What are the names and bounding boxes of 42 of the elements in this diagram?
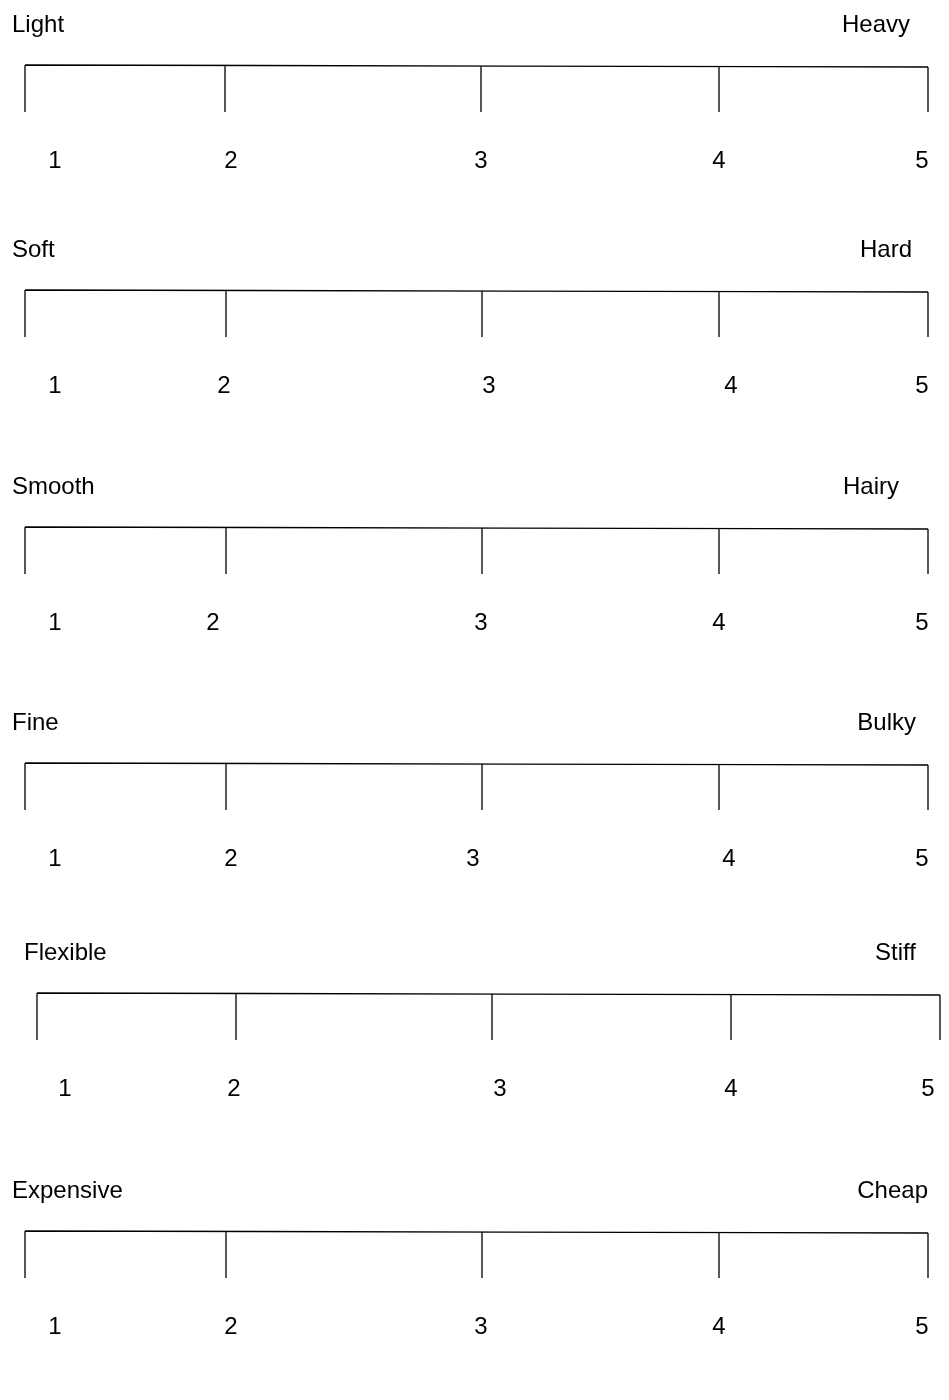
scale-number: 1 (48, 1312, 62, 1340)
scale-number: 5 (921, 1074, 935, 1102)
scale-number: 1 (48, 608, 62, 636)
scale-end-label: Smooth (12, 472, 95, 500)
scale-number: 2 (206, 608, 220, 636)
scale-number: 5 (915, 371, 929, 399)
scale-number: 2 (217, 371, 231, 399)
scale-number: 4 (724, 371, 738, 399)
scale-number: 2 (227, 1074, 241, 1102)
scale-number: 4 (712, 608, 726, 636)
scale-number: 3 (474, 146, 488, 174)
scale-number: 1 (58, 1074, 72, 1102)
scale-end-label: Expensive (12, 1176, 123, 1204)
scale-number: 4 (722, 844, 736, 872)
scale-end-label: Stiff (875, 938, 916, 966)
scale-end-label: Hairy (843, 472, 899, 500)
scale-number: 2 (224, 146, 238, 174)
scale-number: 3 (474, 608, 488, 636)
scale-number: 1 (48, 844, 62, 872)
scale-number: 5 (915, 608, 929, 636)
scale-end-label: Light (12, 10, 65, 38)
scale-end-label: Heavy (841, 10, 910, 38)
scale-number: 3 (482, 371, 496, 399)
scale-number: 1 (48, 371, 62, 399)
scale-number: 4 (712, 146, 726, 174)
scale-number: 2 (224, 844, 238, 872)
scale-number: 3 (493, 1074, 507, 1102)
scale-number: 2 (224, 1312, 238, 1340)
scale-number: 4 (724, 1074, 738, 1102)
scale-number: 5 (915, 844, 929, 872)
scale-end-label: Soft (12, 235, 55, 263)
scale-end-label: Cheap (857, 1176, 928, 1204)
scale-end-label: Hard (859, 235, 912, 263)
scale-number: 4 (712, 1312, 726, 1340)
scale-number: 5 (915, 1312, 929, 1340)
scale-end-label: Bulky (857, 708, 916, 736)
scale-number: 1 (48, 146, 62, 174)
scale-number: 5 (915, 146, 929, 174)
scale-number: 3 (474, 1312, 488, 1340)
scale-end-label: Flexible (24, 938, 107, 966)
scale-number: 3 (466, 844, 480, 872)
scale-end-label: Fine (12, 708, 59, 736)
